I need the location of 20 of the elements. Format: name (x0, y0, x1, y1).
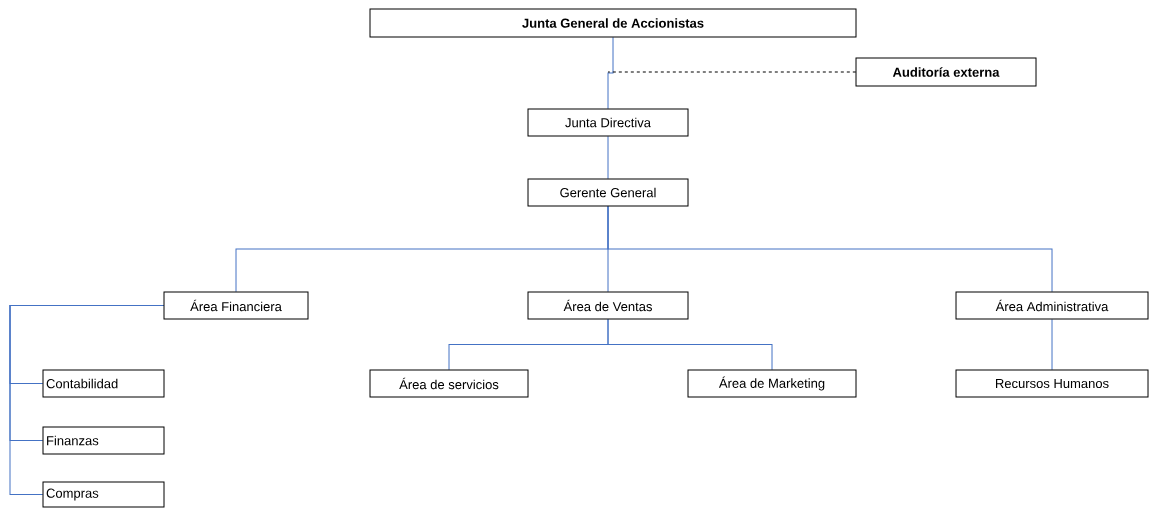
connector-line (607, 205, 1053, 293)
org-box: Junta General de Accionistas (369, 8, 857, 38)
connector-line (607, 318, 773, 371)
connector-line (607, 36, 614, 110)
connector-line (9, 305, 165, 495)
org-box: Área de Marketing (687, 369, 857, 398)
connector-line (1051, 318, 1053, 371)
org-box: Contabilidad (42, 369, 165, 398)
org-box: Área Administrativa (955, 291, 1149, 320)
connector-line (607, 71, 857, 73)
org-box: Gerente General (527, 178, 689, 207)
org-box: Área de servicios (369, 369, 529, 398)
org-box: Área Financiera (163, 291, 309, 320)
org-box: Junta Directiva (527, 108, 689, 137)
org-box: Área de Ventas (527, 291, 689, 320)
org-box: Compras (42, 481, 165, 508)
org-box: Recursos Humanos (955, 369, 1149, 398)
org-box: Finanzas (42, 426, 165, 455)
connector-line (607, 135, 609, 180)
org-box: Auditoría externa (855, 57, 1037, 87)
